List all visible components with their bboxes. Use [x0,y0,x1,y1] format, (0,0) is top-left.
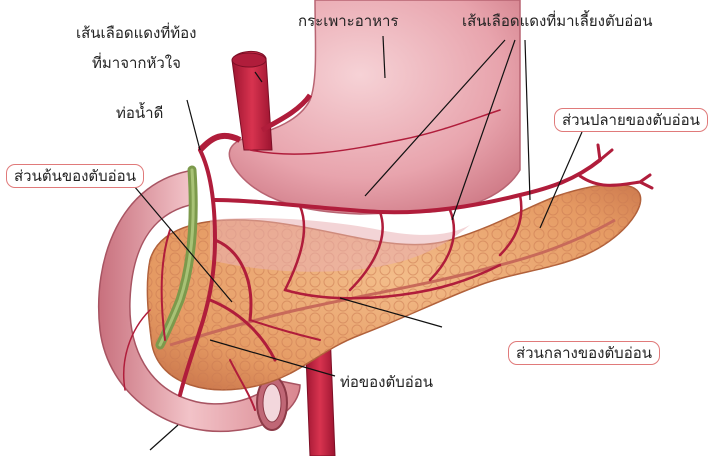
pancreas-tail-label: ส่วนปลายของตับอ่อน [554,108,708,132]
pancreatic-arteries-label: เส้นเลือดแดงที่มาเลี้ยงตับอ่อน [462,12,653,30]
stomach-label: กระเพาะอาหาร [298,12,399,30]
pancreatic-duct-label: ท่อของตับอ่อน [340,373,433,391]
pancreas-head-label: ส่วนต้นของตับอ่อน [6,164,144,188]
pancreas-body-label: ส่วนกลางของตับอ่อน [508,341,660,365]
bile-duct-label: ท่อน้ำดี [116,104,163,122]
stomach-shape [229,0,520,214]
aorta-label-line2: ที่มาจากหัวใจ [92,54,181,72]
aorta-label-line1: เส้นเลือดแดงที่ท้อง [76,24,196,42]
